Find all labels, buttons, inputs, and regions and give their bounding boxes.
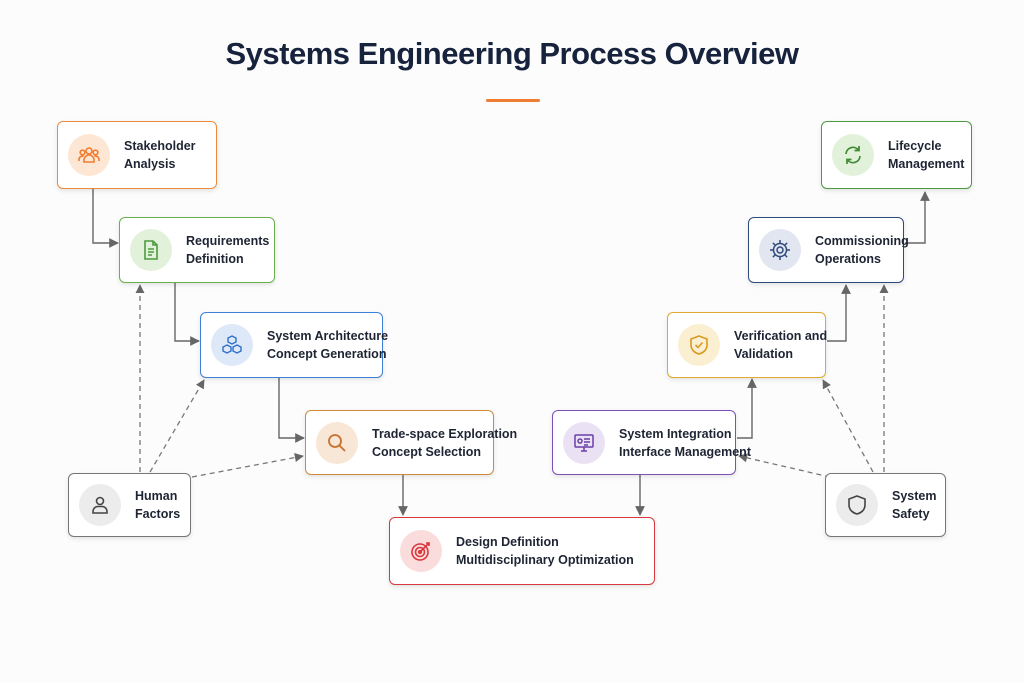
node-label: Commissioning Operations — [815, 234, 909, 266]
node-label: Lifecycle Management — [888, 139, 965, 171]
node-human-factors[interactable]: Human Factors — [68, 473, 191, 537]
cubes-icon — [211, 324, 253, 366]
node-system-safety[interactable]: System Safety — [825, 473, 946, 537]
dashed-safety-to-verification — [822, 379, 874, 473]
diagram-title: Systems Engineering Process Overview — [225, 36, 800, 71]
shield-check-icon — [678, 324, 720, 366]
node-label: Design Definition Multidisciplinary Opti… — [456, 535, 634, 567]
dashed-human-to-tradespace — [191, 453, 304, 478]
node-label: System Safety — [892, 489, 937, 521]
node-tradespace-exploration[interactable]: Trade-space Exploration Concept Selectio… — [305, 410, 517, 475]
node-verification-validation[interactable]: Verification and Validation — [667, 312, 828, 378]
arrow-requirements-to-architecture — [174, 283, 200, 346]
node-lifecycle-management[interactable]: Lifecycle Management — [821, 121, 972, 189]
node-label: Stakeholder Analysis — [124, 139, 196, 171]
node-label: Human Factors — [135, 489, 181, 521]
dashed-human-to-architecture — [149, 379, 205, 473]
node-design-definition[interactable]: Design Definition Multidisciplinary Opti… — [389, 517, 655, 585]
shield-icon — [836, 484, 878, 526]
node-stakeholder-analysis[interactable]: Stakeholder Analysis — [57, 121, 217, 189]
node-label: Requirements Definition — [186, 234, 270, 266]
node-label: Trade-space Exploration Concept Selectio… — [372, 426, 518, 459]
monitor-icon — [563, 421, 605, 464]
arrow-verification-to-commissioning — [827, 284, 851, 342]
node-label: System Integration Interface Management — [619, 426, 751, 459]
node-requirements-definition[interactable]: Requirements Definition — [119, 217, 275, 283]
title-underline — [486, 99, 540, 102]
arrow-architecture-to-tradespace — [278, 378, 305, 443]
document-icon — [130, 229, 172, 271]
people-group-icon — [68, 134, 110, 176]
cycle-arrows-icon — [832, 134, 874, 176]
arrow-integration-to-verification — [737, 378, 757, 439]
node-system-architecture[interactable]: System Architecture Concept Generation — [200, 312, 388, 378]
arrow-stakeholder-to-requirements — [92, 189, 119, 248]
person-icon — [79, 484, 121, 526]
dashed-safety-to-integration — [738, 453, 831, 478]
node-label: System Architecture Concept Generation — [267, 329, 389, 361]
node-commissioning-operations[interactable]: Commissioning Operations — [748, 217, 909, 283]
magnifier-icon — [316, 421, 358, 464]
gear-icon — [759, 229, 801, 271]
node-system-integration[interactable]: System Integration Interface Management — [552, 410, 751, 475]
node-label: Verification and Validation — [734, 329, 828, 361]
target-icon — [400, 530, 442, 572]
arrow-commissioning-to-lifecycle — [905, 191, 930, 244]
